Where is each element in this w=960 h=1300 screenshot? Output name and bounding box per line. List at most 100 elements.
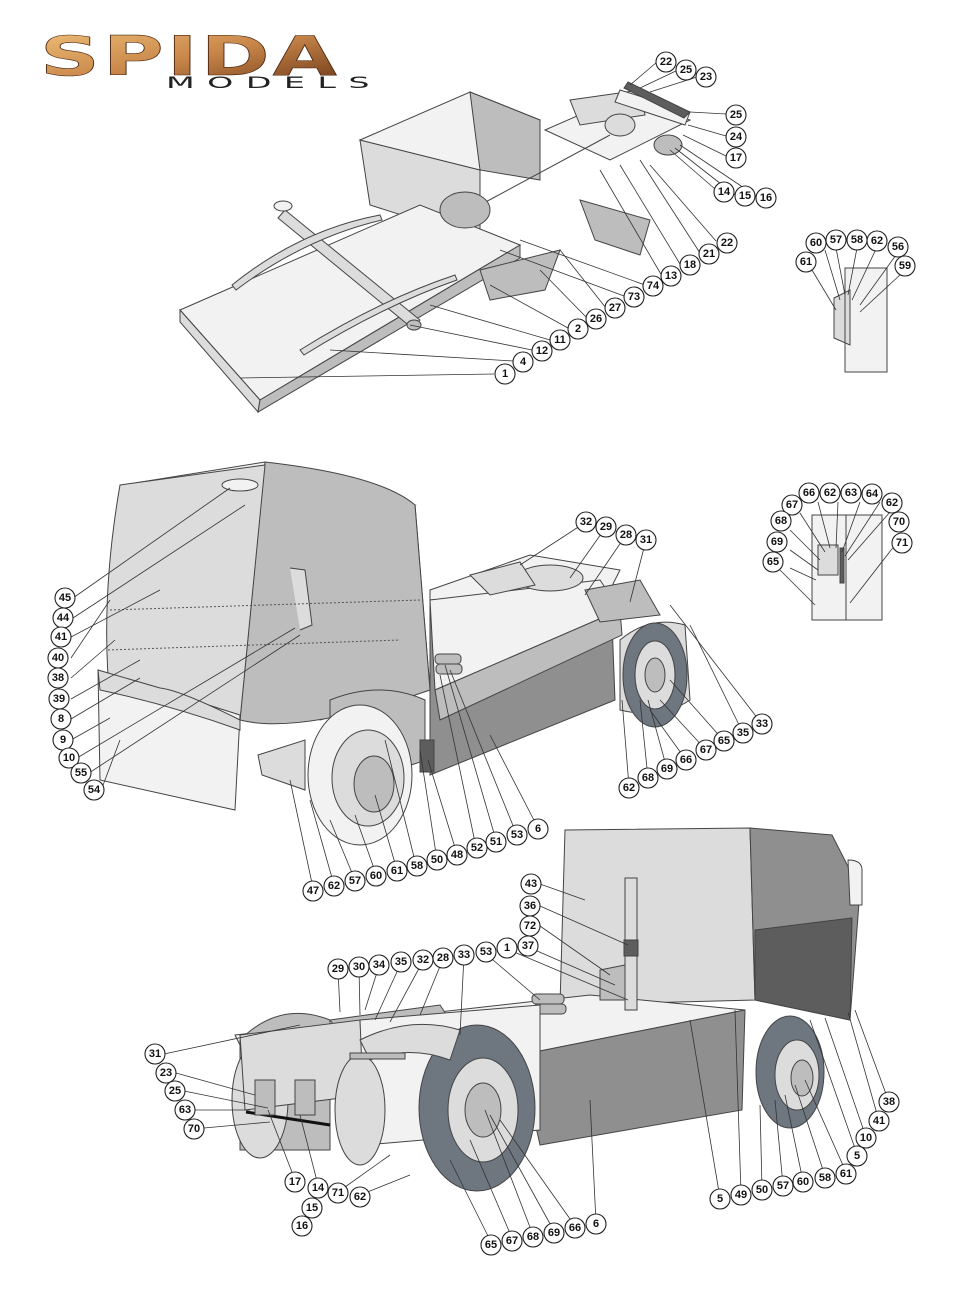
- svg-text:25: 25: [169, 1085, 181, 1097]
- callout-73: 73: [623, 286, 645, 308]
- svg-text:53: 53: [511, 829, 523, 841]
- callout-45: 45: [54, 587, 76, 609]
- callout-27: 27: [604, 297, 626, 319]
- svg-text:50: 50: [431, 854, 443, 866]
- callout-12: 12: [531, 340, 553, 362]
- callout-16: 16: [755, 187, 777, 209]
- svg-text:41: 41: [873, 1115, 885, 1127]
- svg-text:63: 63: [845, 487, 857, 499]
- callout-17: 17: [284, 1171, 306, 1193]
- svg-text:62: 62: [871, 235, 883, 247]
- svg-text:40: 40: [52, 652, 64, 664]
- callout-67: 67: [781, 494, 803, 516]
- svg-text:28: 28: [620, 529, 632, 541]
- callout-35: 35: [390, 951, 412, 973]
- inset-mid-callouts: 66 62 63 64 62 67 70 68 71 69 65: [762, 482, 913, 573]
- callout-62: 62: [881, 492, 903, 514]
- callout-40: 40: [47, 647, 69, 669]
- svg-text:17: 17: [730, 152, 742, 164]
- svg-text:32: 32: [417, 954, 429, 966]
- svg-text:47: 47: [307, 885, 319, 897]
- logo-brand: SPIDA: [40, 30, 340, 88]
- callout-9: 9: [52, 729, 74, 751]
- svg-text:2: 2: [575, 323, 581, 335]
- callout-32: 32: [575, 511, 597, 533]
- svg-text:1: 1: [502, 368, 508, 380]
- callout-37: 37: [517, 935, 539, 957]
- svg-text:5: 5: [717, 1193, 723, 1205]
- callout-39: 39: [48, 688, 70, 710]
- svg-text:16: 16: [296, 1220, 308, 1232]
- callout-28: 28: [432, 947, 454, 969]
- svg-text:66: 66: [569, 1222, 581, 1234]
- svg-text:10: 10: [860, 1132, 872, 1144]
- callout-16: 16: [291, 1215, 313, 1237]
- callout-35: 35: [732, 722, 754, 744]
- callout-64: 64: [861, 483, 883, 505]
- callout-48: 48: [446, 844, 468, 866]
- svg-text:65: 65: [767, 556, 779, 568]
- svg-text:74: 74: [647, 280, 660, 292]
- callout-30: 30: [348, 956, 370, 978]
- svg-text:66: 66: [803, 487, 815, 499]
- callout-59: 59: [894, 255, 916, 277]
- callout-11: 11: [549, 329, 571, 351]
- callout-13: 13: [660, 265, 682, 287]
- svg-text:25: 25: [680, 64, 692, 76]
- callout-58: 58: [406, 855, 428, 877]
- svg-text:22: 22: [721, 237, 733, 249]
- svg-text:33: 33: [756, 718, 768, 730]
- callout-41: 41: [868, 1110, 890, 1132]
- svg-text:11: 11: [554, 334, 566, 346]
- svg-text:65: 65: [718, 735, 730, 747]
- callout-6: 6: [585, 1213, 607, 1235]
- callout-72: 72: [519, 915, 541, 937]
- callout-33: 33: [751, 713, 773, 735]
- svg-text:28: 28: [437, 952, 449, 964]
- callout-60: 60: [365, 865, 387, 887]
- svg-text:50: 50: [756, 1184, 768, 1196]
- svg-text:25: 25: [730, 109, 742, 121]
- svg-text:27: 27: [609, 302, 621, 314]
- svg-text:6: 6: [593, 1218, 599, 1230]
- svg-text:60: 60: [797, 1176, 809, 1188]
- callout-70: 70: [183, 1118, 205, 1140]
- svg-text:60: 60: [370, 870, 382, 882]
- callout-34: 34: [368, 954, 390, 976]
- callout-29: 29: [595, 516, 617, 538]
- callout-60: 60: [805, 232, 827, 254]
- rear-view-callouts-top: 43 36 72 29 30 34 35 32 28 33 53 1 37: [327, 873, 542, 980]
- svg-text:43: 43: [525, 878, 537, 890]
- svg-text:73: 73: [628, 291, 640, 303]
- callout-31: 31: [635, 529, 657, 551]
- svg-text:26: 26: [590, 313, 602, 325]
- svg-text:61: 61: [800, 256, 812, 268]
- svg-text:59: 59: [899, 260, 911, 272]
- svg-text:4: 4: [520, 356, 527, 368]
- svg-text:70: 70: [188, 1123, 200, 1135]
- callout-58: 58: [846, 229, 868, 251]
- callout-61: 61: [835, 1163, 857, 1185]
- svg-text:69: 69: [548, 1227, 560, 1239]
- svg-text:69: 69: [661, 763, 673, 775]
- svg-text:31: 31: [640, 534, 652, 546]
- callout-1: 1: [494, 363, 516, 385]
- callout-43: 43: [520, 873, 542, 895]
- svg-text:23: 23: [160, 1067, 172, 1079]
- callout-5: 5: [846, 1145, 868, 1167]
- svg-text:29: 29: [600, 521, 612, 533]
- svg-text:58: 58: [411, 860, 423, 872]
- callout-32: 32: [412, 949, 434, 971]
- svg-text:37: 37: [522, 940, 534, 952]
- callout-5: 5: [709, 1188, 731, 1210]
- svg-text:8: 8: [58, 713, 64, 725]
- svg-text:33: 33: [458, 949, 470, 961]
- callout-62: 62: [618, 777, 640, 799]
- chassis-leader-lines: [239, 61, 757, 379]
- callout-50: 50: [426, 849, 448, 871]
- callout-23: 23: [155, 1062, 177, 1084]
- svg-text:54: 54: [88, 784, 101, 796]
- svg-text:62: 62: [824, 487, 836, 499]
- callout-17: 17: [725, 147, 747, 169]
- callout-23: 23: [695, 66, 717, 88]
